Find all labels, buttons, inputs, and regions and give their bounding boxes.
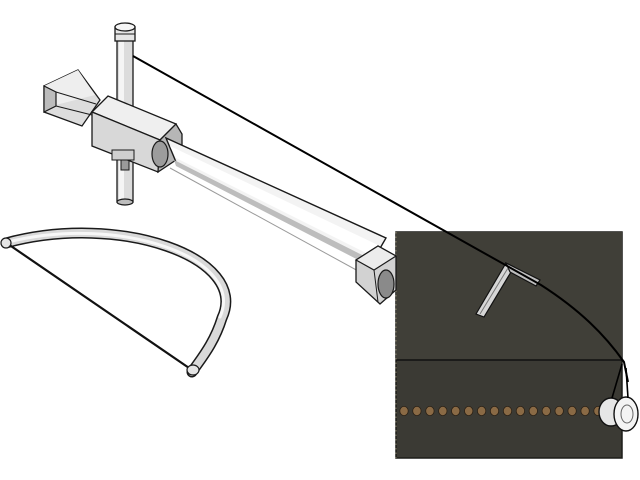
tension-wire	[132, 55, 629, 399]
nozzle-horn	[43, 69, 101, 127]
saw-tip	[186, 364, 200, 376]
bead	[451, 405, 461, 416]
arm-end-cap	[354, 245, 398, 305]
bead	[502, 405, 513, 416]
bead	[528, 405, 538, 416]
arm-shadow-line	[169, 167, 361, 273]
curved-saw-frame	[0, 227, 232, 378]
bead-row	[399, 405, 603, 416]
horizontal-arm	[164, 136, 387, 273]
bead	[464, 405, 474, 416]
bead	[580, 405, 590, 416]
bead	[476, 405, 487, 416]
saw-blade-wire	[7, 243, 193, 371]
bead	[489, 405, 500, 416]
bead	[438, 405, 448, 416]
bead	[541, 405, 551, 416]
bead	[567, 405, 577, 416]
bead	[515, 405, 526, 416]
bead	[425, 405, 435, 416]
bead	[554, 405, 564, 416]
bead	[412, 405, 422, 416]
clamp-block	[90, 95, 183, 174]
saw-handle-end	[0, 237, 12, 249]
bead	[399, 405, 409, 416]
end-roller	[598, 396, 639, 432]
